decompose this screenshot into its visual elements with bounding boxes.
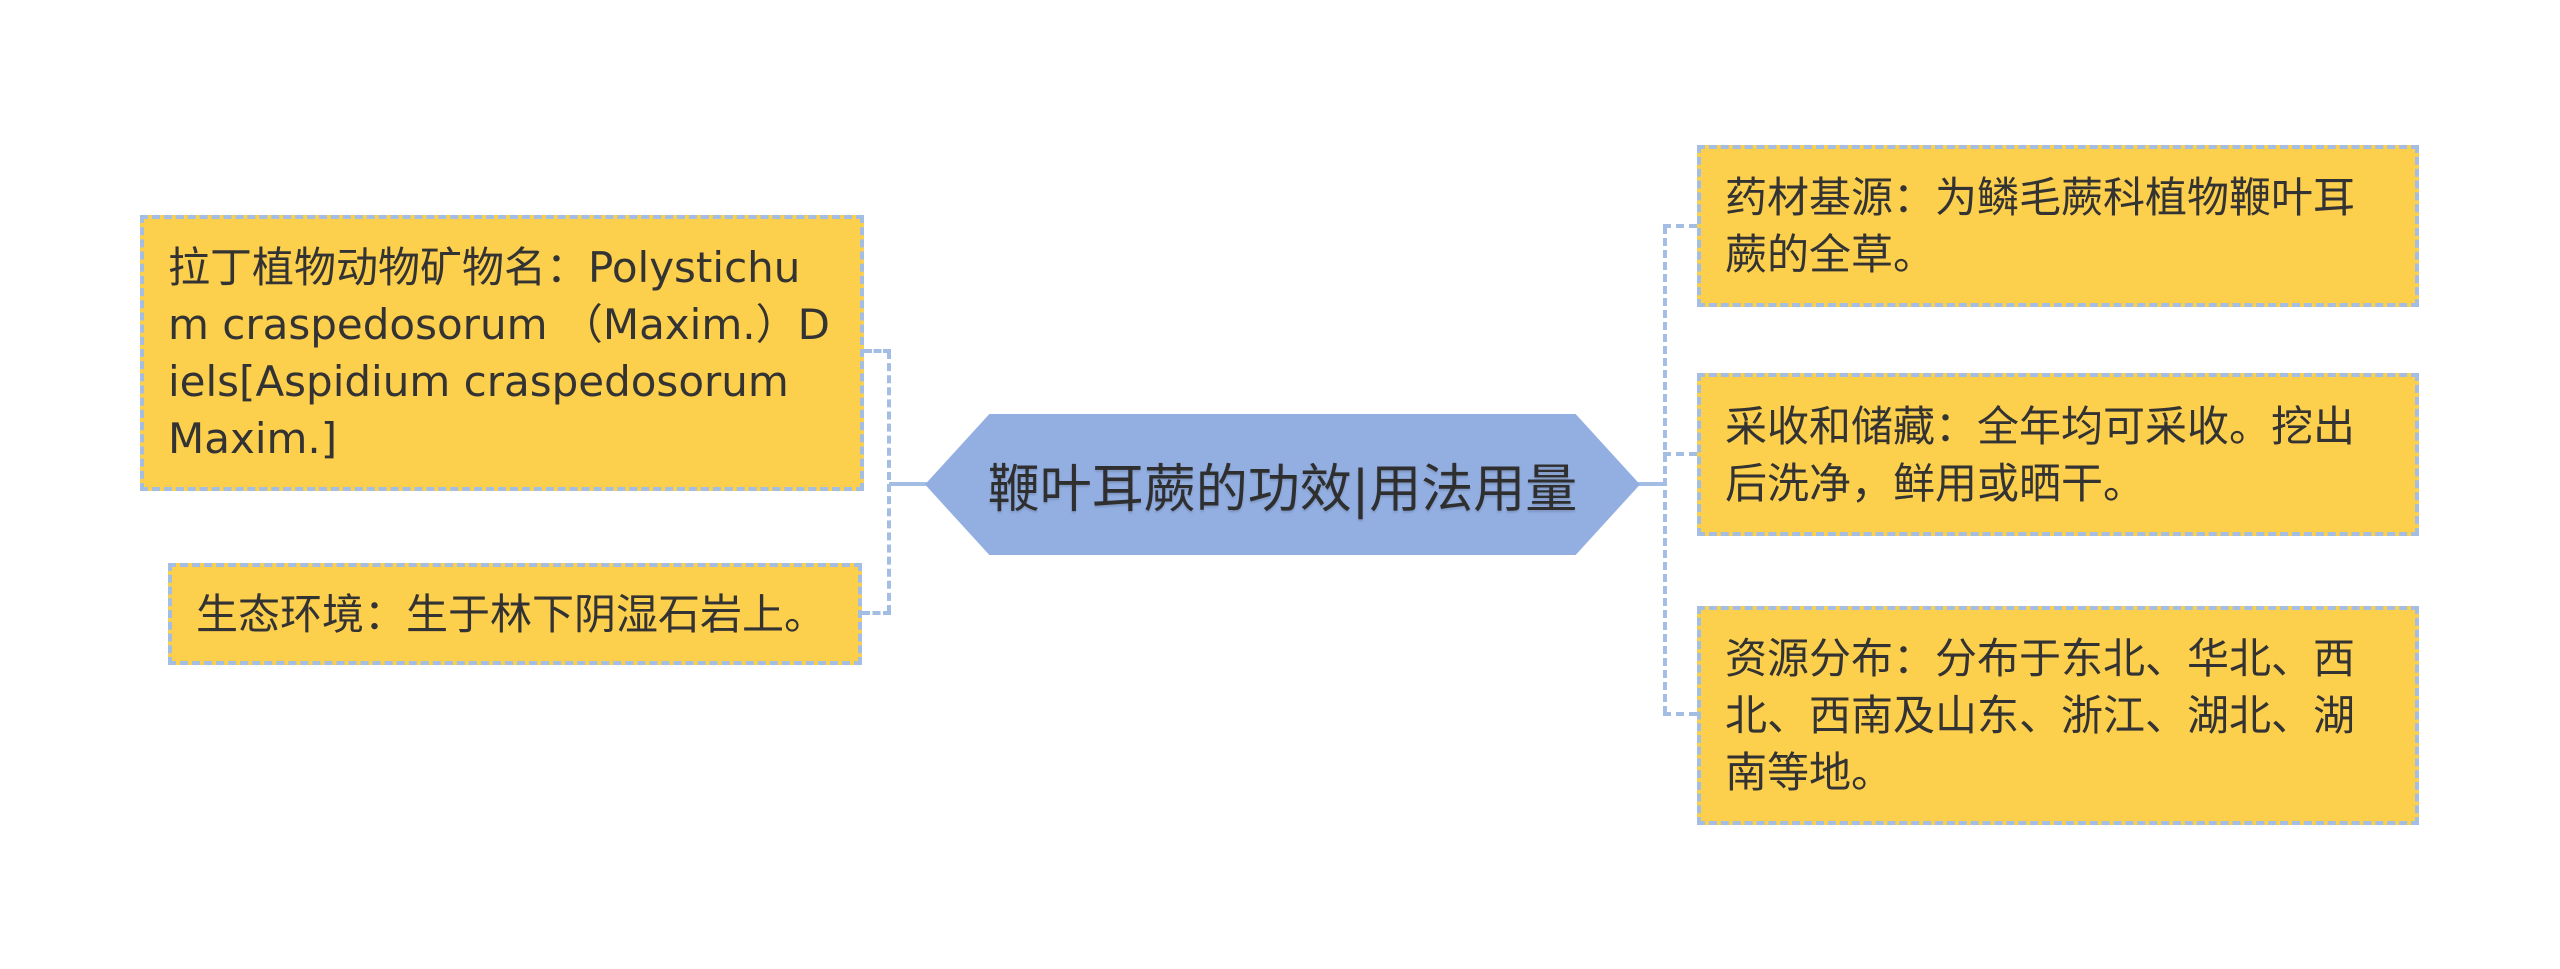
node-ecology[interactable]: 生态环境：生于林下阴湿石岩上。 [168,563,862,665]
connector-right-branch-middle [1663,452,1697,456]
connector-left-stub [889,482,927,486]
node-medicinal-source-text: 药材基源：为鳞毛蕨科植物鞭叶耳蕨的全草。 [1725,173,2356,279]
node-ecology-text: 生态环境：生于林下阴湿石岩上。 [196,589,827,639]
connector-right-stub [1638,482,1665,486]
node-harvest-storage-text: 采收和储藏：全年均可采收。挖出后洗净，鲜用或晒干。 [1725,401,2356,508]
node-latin-name-text: 拉丁植物动物矿物名：Polystichum craspedosorum （Max… [168,243,830,463]
connector-right-branch-bottom [1663,712,1697,716]
node-medicinal-source[interactable]: 药材基源：为鳞毛蕨科植物鞭叶耳蕨的全草。 [1697,145,2419,307]
node-resource-distribution-text: 资源分布：分布于东北、华北、西北、西南及山东、浙江、湖北、湖南等地。 [1725,634,2356,797]
node-harvest-storage[interactable]: 采收和储藏：全年均可采收。挖出后洗净，鲜用或晒干。 [1697,373,2419,536]
center-topic[interactable]: 鞭叶耳蕨的功效|用法用量 [925,414,1640,555]
connector-right-vertical [1663,226,1667,714]
connector-left-branch-bottom [862,611,891,615]
node-resource-distribution[interactable]: 资源分布：分布于东北、华北、西北、西南及山东、浙江、湖北、湖南等地。 [1697,606,2419,825]
center-topic-text: 鞭叶耳蕨的功效|用法用量 [987,460,1578,520]
connector-left-branch-top [864,349,891,353]
node-latin-name[interactable]: 拉丁植物动物矿物名：Polystichum craspedosorum （Max… [140,215,864,491]
connector-right-branch-top [1663,224,1697,228]
